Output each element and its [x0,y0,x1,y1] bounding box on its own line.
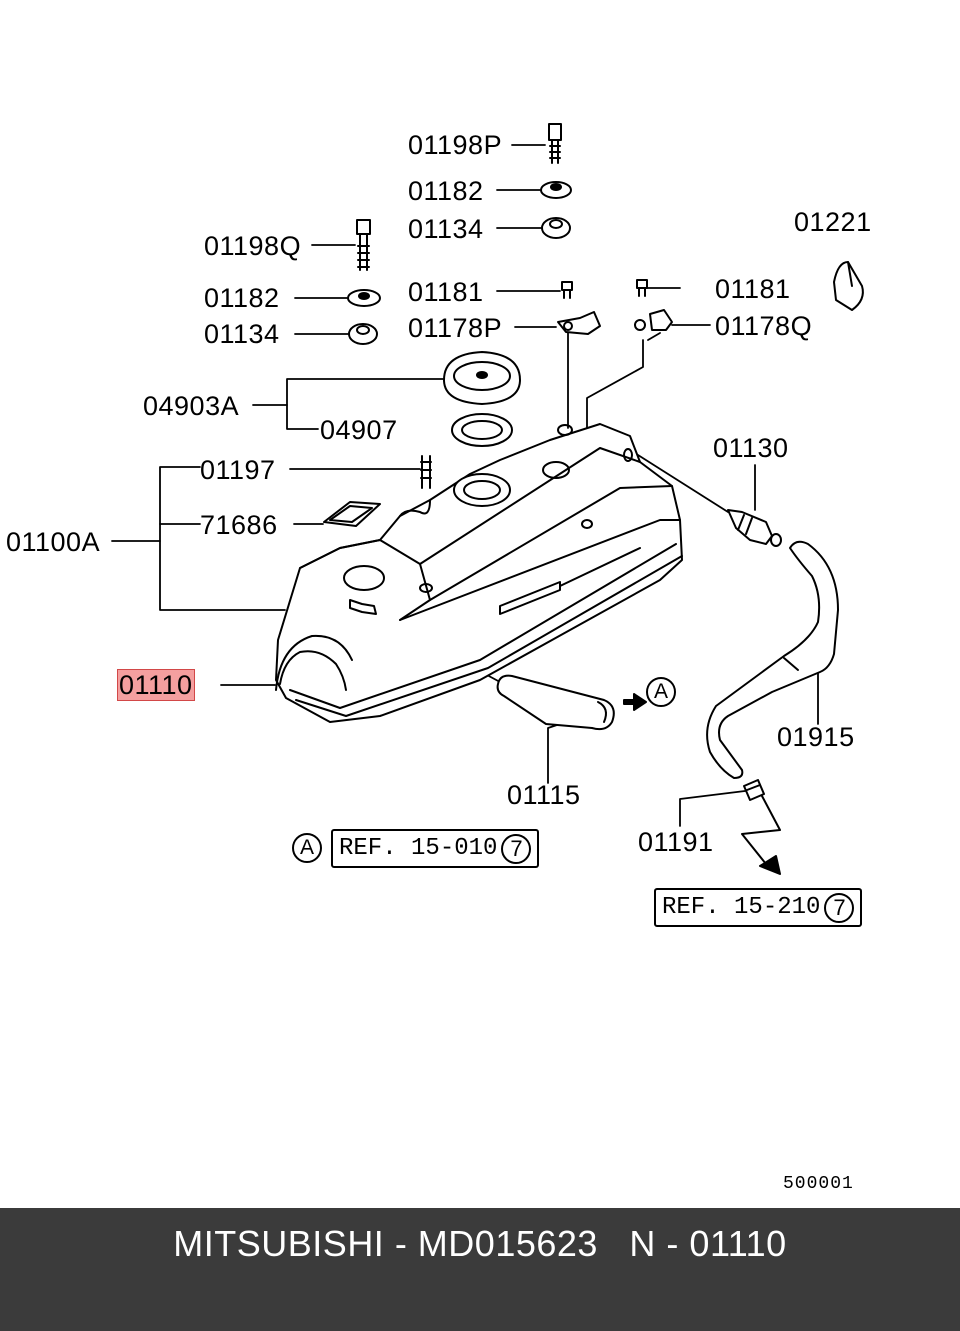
stud-01197-icon [420,455,432,489]
parts-diagram: 01198P 01182 01134 01221 01198Q 01182 01… [6,123,872,1194]
footer-bar [0,1208,960,1331]
part-label-01115[interactable]: 01115 [507,780,581,810]
part-label-01182[interactable]: 01182 [408,176,484,206]
bolt-01181a-icon [561,281,573,299]
part-label-01197[interactable]: 01197 [200,455,276,485]
leader-lines [111,144,819,827]
part-label-01198Q[interactable]: 01198Q [204,231,302,261]
part-label-01182b[interactable]: 01182 [204,283,280,313]
part-label-01100A[interactable]: 01100A [6,527,101,557]
oil-cap-04903A-icon [443,351,521,405]
part-label-04907[interactable]: 04907 [320,415,398,445]
rocker-cover-01100A-icon [275,423,683,723]
marker-a-arrow: A [646,677,676,707]
part-label-01221[interactable]: 01221 [794,207,872,237]
bolt-01198P-icon [548,123,562,164]
hose-01115-icon [496,674,615,731]
part-label-04903A[interactable]: 04903A [143,391,240,421]
emblem-71686-icon [323,501,381,527]
drawing-code: 500001 [783,1174,854,1194]
part-label-01181b[interactable]: 01181 [715,274,791,304]
hose-01915-icon [706,540,839,779]
part-label-01178P[interactable]: 01178P [408,313,503,343]
part-label-01110-highlight[interactable]: 01110 [117,669,195,701]
ref-text-15-210: REF. 15-210 [662,894,821,921]
valve-01130-icon [727,509,782,547]
clip-01178P-icon [557,311,601,335]
part-label-71686[interactable]: 71686 [200,510,278,540]
part-label-01915[interactable]: 01915 [777,722,855,752]
ref-number-circle: 7 [501,834,532,864]
grommet-01134b-icon [348,323,378,345]
marker-a-ref: A [292,833,322,863]
clip-01178Q-icon [634,309,673,331]
part-label-01110[interactable]: 01110 [117,669,195,701]
ref-text-15-010: REF. 15-010 [339,835,498,862]
part-label-01130[interactable]: 01130 [713,433,789,463]
grommet-01134-icon [541,217,571,239]
washer-01182-icon [540,181,572,199]
part-label-01198P[interactable]: 01198P [408,130,503,160]
bolt-01181b-icon [636,279,648,297]
part-label-01181a[interactable]: 01181 [408,277,484,307]
part-label-01191[interactable]: 01191 [638,827,714,857]
diagram-drawing [111,123,864,875]
part-label-01134b[interactable]: 01134 [204,319,280,349]
arrow-to-a-icon [623,693,647,711]
bolt-01198Q-icon [356,219,371,271]
cap-01221-icon [833,261,864,311]
washer-01182b-icon [347,289,381,307]
ref-arrow-icon [741,795,781,875]
part-label-01178Q[interactable]: 01178Q [715,311,813,341]
gasket-04907-icon [451,413,513,447]
fitting-01191-icon [743,779,765,801]
part-label-01134[interactable]: 01134 [408,214,484,244]
ref-number-circle-2: 7 [824,893,855,923]
footer-text: MITSUBISHI - MD015623 N - 01110 [173,1223,787,1264]
